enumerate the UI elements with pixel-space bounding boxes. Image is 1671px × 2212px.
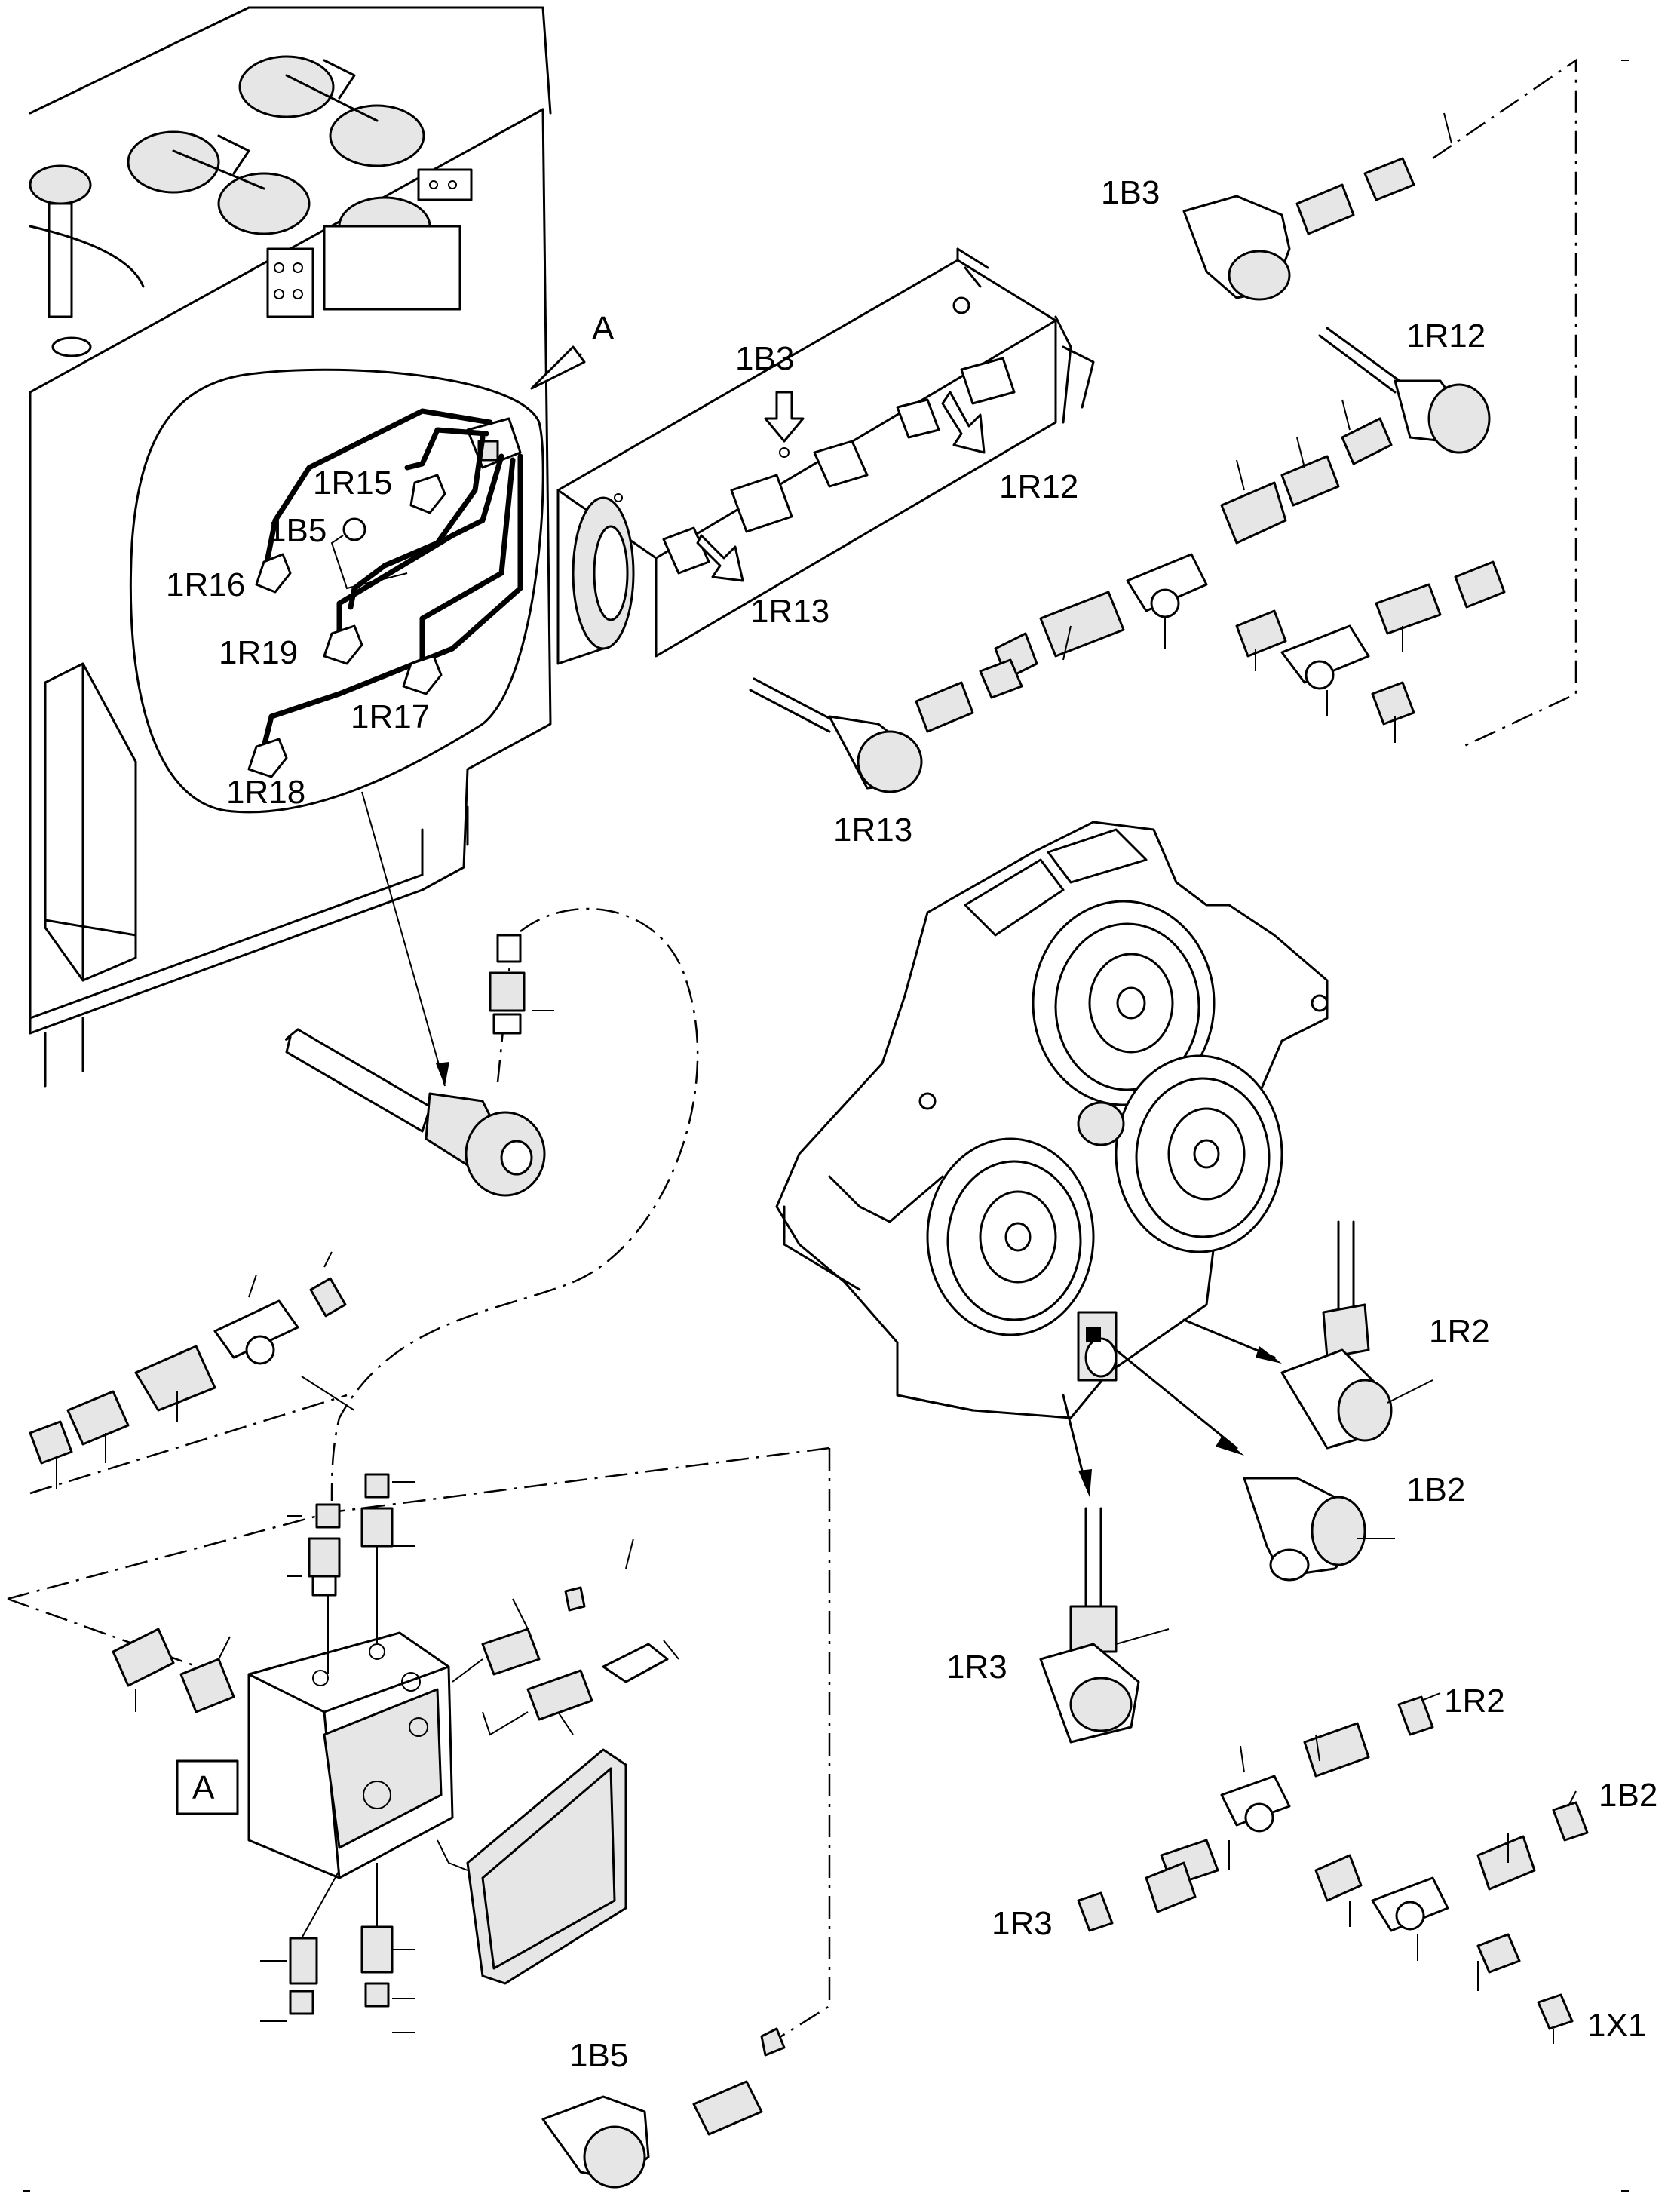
label-1B5-bottom: 1B5	[569, 2037, 628, 2074]
gear-disc-left	[926, 1137, 1095, 1336]
left-fitting-tree	[29, 1251, 355, 1495]
view-a-arrow: A	[530, 310, 615, 390]
immersion-heater	[284, 907, 699, 1502]
label-1B2-sensor: 1B2	[1406, 1471, 1465, 1508]
label-1R12-top: 1R12	[999, 468, 1078, 505]
gear-disc-top	[1032, 900, 1216, 1106]
sensor-1R15-icon	[409, 474, 446, 514]
sensor-1R17-icon	[402, 655, 443, 695]
tank-filler-caps	[127, 55, 461, 311]
label-1R19: 1R19	[219, 634, 298, 671]
label-1R2-branch: 1R2	[1444, 1683, 1505, 1720]
detail-a-bubble: 1R15 1B5 1R16 1R19 1R17 1R18	[129, 368, 544, 1087]
label-1B3-sensor: 1B3	[1101, 174, 1160, 211]
label-1R17: 1R17	[351, 698, 430, 735]
label-1B3-top: 1B3	[735, 340, 794, 377]
label-1R12-sensor: 1R12	[1406, 318, 1486, 354]
sensor-1R18-icon	[247, 738, 288, 778]
label-1R16: 1R16	[166, 566, 245, 603]
label-1R18: 1R18	[226, 774, 305, 811]
sensor-1R19-icon	[323, 624, 363, 665]
pipe-housing: 1B3 1R12 1R13	[556, 247, 1095, 665]
top-right-fitting-tree: 1B3 1R12	[749, 58, 1577, 848]
label-1B5-detail: 1B5	[268, 512, 327, 549]
view-a-box	[176, 1759, 239, 1815]
sensor-1B5-detail-icon	[342, 517, 366, 541]
gear-disc-right	[1115, 1054, 1283, 1253]
gearbox-housing	[775, 821, 1329, 1497]
view-a-label: A	[592, 310, 615, 347]
label-1R15: 1R15	[313, 465, 392, 502]
view-a-box-label: A	[192, 1769, 215, 1806]
sensor-1R16-icon	[255, 553, 292, 594]
right-sensors: 1R2 1B2 1R3	[946, 1220, 1490, 1744]
label-1R13-sensor: 1R13	[833, 811, 912, 848]
junction-box-assembly: A	[7, 1447, 831, 2189]
corner-marks	[23, 60, 1629, 2192]
bottom-right-fitting-tree: 1R2 1B2 1R3 1X1	[992, 1683, 1657, 2044]
tank-cabinet	[29, 6, 552, 1088]
label-1R2-sensor: 1R2	[1429, 1313, 1490, 1350]
label-1B2-branch: 1B2	[1599, 1777, 1657, 1814]
label-1X1: 1X1	[1587, 2007, 1646, 2044]
label-1R13-top: 1R13	[750, 593, 829, 630]
label-1R3-branch: 1R3	[992, 1905, 1053, 1942]
label-1R3-sensor: 1R3	[946, 1649, 1007, 1686]
